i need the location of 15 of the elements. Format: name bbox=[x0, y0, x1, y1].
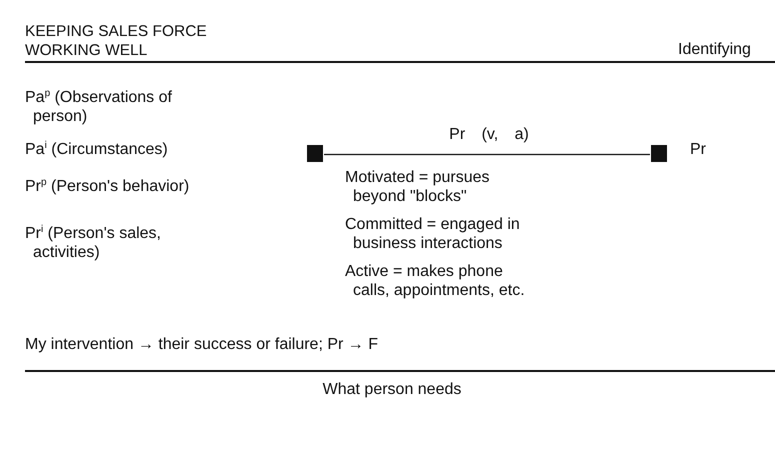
note-text: Motivated = pursues beyond "blocks" bbox=[345, 168, 491, 206]
note-text: Pa$^{i}$ (Circumstances) bbox=[25, 140, 169, 159]
note-text: Active = makes phone calls, appointments, etc. bbox=[345, 262, 526, 300]
note-text: Pa$^{p}$ (Observations of person) bbox=[25, 88, 173, 126]
square-marker bbox=[651, 145, 667, 162]
column-heading: Identifying bbox=[678, 40, 751, 59]
title: KEEPING SALES FORCE WORKING WELL bbox=[25, 22, 208, 60]
note-text: Committed = engaged in business interactions bbox=[345, 215, 521, 253]
connector-line bbox=[324, 154, 650, 156]
note-text: Pr$^{i}$ (Person's sales, activities) bbox=[25, 224, 162, 262]
note-text: My intervention → their success or failure; Pr → F bbox=[25, 335, 379, 354]
note-text: Pr$^{p}$ (Person's behavior) bbox=[25, 177, 190, 196]
square-marker bbox=[307, 145, 323, 162]
footer-text: What person needs bbox=[322, 380, 462, 399]
note-text: Pr bbox=[690, 140, 706, 159]
